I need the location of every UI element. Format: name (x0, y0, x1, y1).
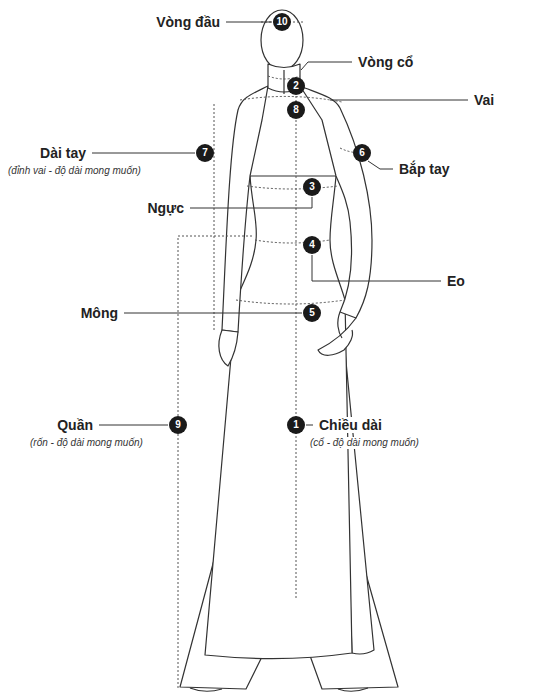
measure-lines (178, 22, 370, 690)
callout-number: 5 (309, 308, 315, 318)
callout-number: 3 (309, 182, 315, 192)
bust-line (247, 186, 338, 189)
callout-circle: 10 (273, 13, 291, 31)
callout-circle: 1 (287, 416, 305, 434)
left-sleeve (222, 86, 268, 332)
leader-line (306, 425, 313, 426)
measure-label: Chiều dài (317, 417, 384, 434)
leader-line (330, 100, 468, 101)
callout-number: 7 (202, 148, 208, 158)
hip-line (236, 300, 345, 304)
right-sleeve (300, 86, 372, 318)
measure-note: (rốn - độ dài mong muốn) (28, 437, 145, 449)
callout-circle: 5 (303, 304, 321, 322)
figure-outline (180, 10, 398, 691)
callout-number: 6 (359, 148, 365, 158)
leader-line (368, 161, 393, 169)
callout-circle: 7 (196, 144, 214, 162)
leader-line (92, 153, 195, 154)
pants-length-line (178, 236, 252, 690)
leader-line (124, 313, 302, 314)
sleeve-length-line (214, 104, 215, 330)
callout-number: 4 (309, 240, 315, 250)
measure-label: Vòng cổ (356, 54, 415, 71)
callout-number: 2 (293, 81, 299, 91)
measure-note: (cổ - độ dài mong muốn) (308, 437, 421, 449)
leader-line (312, 255, 441, 281)
left-hand (219, 330, 238, 366)
collar-slit (283, 70, 284, 94)
callout-circle: 6 (353, 144, 371, 162)
measure-label: Quần (55, 417, 95, 434)
length-line (296, 96, 297, 600)
callout-circle: 8 (287, 101, 305, 119)
callout-circle: 2 (287, 77, 305, 95)
measure-label: Ngực (145, 200, 186, 217)
measure-label: Mông (79, 305, 120, 322)
leader-line (190, 197, 312, 208)
leader-line (301, 62, 352, 70)
leader-line (226, 22, 272, 23)
right-hand (318, 312, 356, 355)
head (261, 10, 303, 70)
callout-number: 8 (293, 105, 299, 115)
feet (190, 688, 368, 691)
callout-number: 1 (293, 420, 299, 430)
callout-circle: 3 (303, 178, 321, 196)
measure-label: Vai (472, 92, 496, 109)
measure-label: Bắp tay (397, 161, 452, 178)
measure-note: (đỉnh vai - độ dài mong muốn) (6, 165, 143, 177)
measure-label: Eo (445, 273, 467, 290)
measure-label: Vòng đầu (154, 14, 222, 31)
callout-circle: 9 (169, 416, 187, 434)
callout-circle: 4 (303, 236, 321, 254)
callout-number: 9 (175, 420, 181, 430)
callout-number: 10 (276, 17, 287, 27)
leader-line (99, 425, 168, 426)
measure-label: Dài tay (38, 145, 88, 162)
leader-lines (92, 22, 468, 425)
